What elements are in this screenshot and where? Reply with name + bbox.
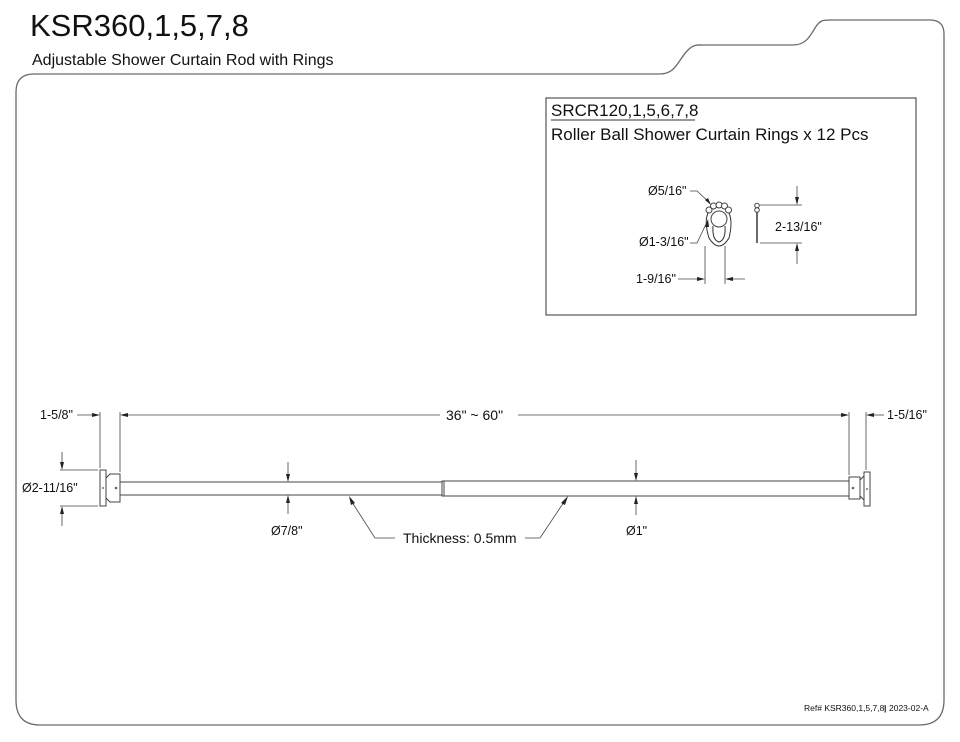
reference-separator: | bbox=[884, 703, 886, 713]
drawing-frame bbox=[15, 19, 945, 726]
product-description: Adjustable Shower Curtain Rod with Rings bbox=[32, 52, 333, 69]
right-flange-depth-label: 1-5/16" bbox=[887, 408, 927, 422]
inset-border bbox=[545, 97, 917, 316]
ring-height-label: 2-13/16" bbox=[775, 220, 822, 234]
rings-description: Roller Ball Shower Curtain Rings x 12 Pc… bbox=[551, 125, 868, 144]
inner-tube-diameter-label: Ø7/8" bbox=[271, 524, 303, 538]
right-end-cap bbox=[848, 476, 861, 500]
ball-diameter-label: Ø5/16" bbox=[648, 184, 687, 198]
ring-side-view bbox=[754, 202, 760, 243]
left-end-cap bbox=[105, 473, 121, 503]
rod-assembly: 1-5/8" 36" ~ 60" 1-5/16" Ø2-11/16" Ø7/8" bbox=[22, 407, 927, 546]
tube-thickness-label: Thickness: 0.5mm bbox=[403, 530, 517, 546]
ring-front-view bbox=[705, 201, 732, 247]
reference-number: Ref# KSR360,1,5,7,8 bbox=[804, 703, 885, 713]
revision-label: 2023-02-A bbox=[889, 703, 929, 713]
inner-tube bbox=[119, 481, 443, 496]
left-flange-depth-label: 1-5/8" bbox=[40, 408, 73, 422]
ring-diameter-label: Ø1-3/16" bbox=[639, 235, 689, 249]
rings-inset: SRCR120,1,5,6,7,8 Roller Ball Shower Cur… bbox=[545, 97, 917, 316]
flange-diameter-label: Ø2-11/16" bbox=[22, 481, 78, 495]
outer-tube bbox=[443, 480, 850, 497]
rod-length-range-label: 36" ~ 60" bbox=[446, 407, 503, 423]
reference-footer: Ref# KSR360,1,5,7,8 | 2023-02-A bbox=[804, 703, 929, 713]
rings-model-code: SRCR120,1,5,6,7,8 bbox=[551, 101, 698, 120]
outer-tube-diameter-label: Ø1" bbox=[626, 524, 647, 538]
product-model-title: KSR360,1,5,7,8 bbox=[30, 8, 249, 43]
ring-width-label: 1-9/16" bbox=[636, 272, 676, 286]
